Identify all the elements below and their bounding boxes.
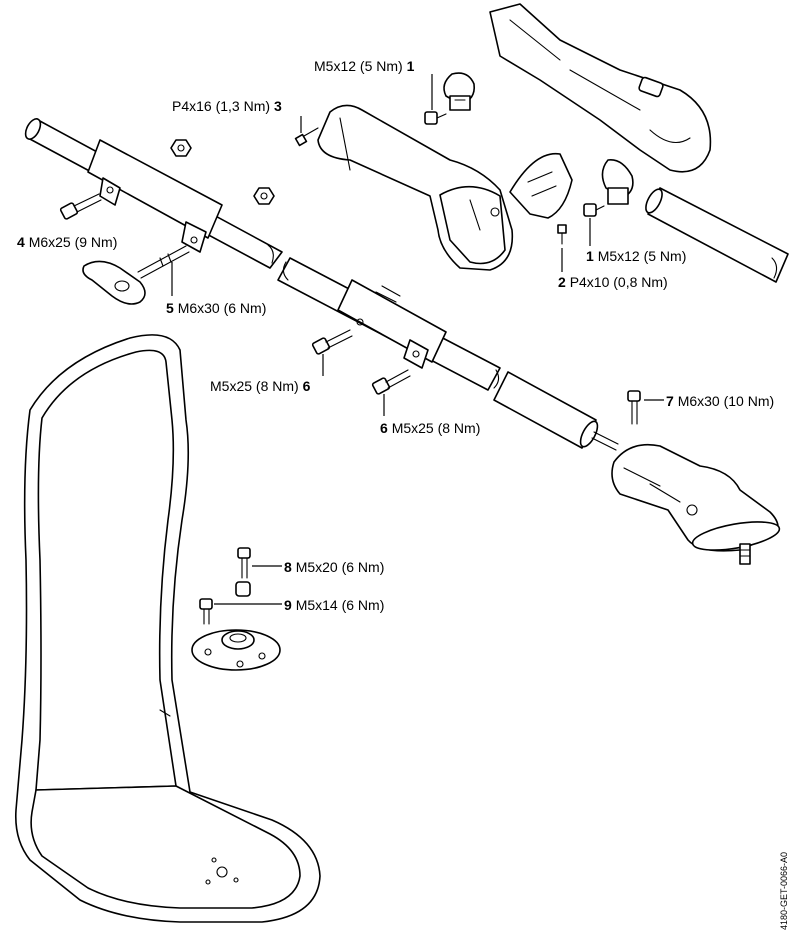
screw-7-m6x30 bbox=[627, 390, 641, 425]
callout-screw-9: 9 M5x14 (6 Nm) bbox=[284, 597, 385, 613]
wing-knob-screw-5 bbox=[82, 245, 190, 305]
hex-nut bbox=[170, 139, 192, 157]
callout-screw-6-left: M5x25 (8 Nm) 6 bbox=[210, 378, 311, 394]
screw-8-m5x20 bbox=[235, 547, 251, 597]
screw-9-m5x14 bbox=[199, 598, 213, 625]
callout-screw-6-right: 6 M5x25 (8 Nm) bbox=[380, 420, 481, 436]
callout-screw-5: 5 M6x30 (6 Nm) bbox=[166, 300, 267, 316]
callout-screw-2: 2 P4x10 (0,8 Nm) bbox=[558, 274, 668, 290]
flange-plate bbox=[191, 629, 281, 671]
screw-1-right-m5x12 bbox=[583, 203, 605, 217]
rear-handle bbox=[489, 3, 712, 173]
right-clamp bbox=[601, 159, 634, 205]
document-number: 4180-GET-0066-A0 bbox=[779, 851, 789, 930]
screw-6-left-m5x25 bbox=[311, 329, 353, 355]
callout-screw-1-top: M5x12 (5 Nm) 1 bbox=[314, 58, 415, 74]
callout-screw-1-right: 1 M5x12 (5 Nm) bbox=[586, 248, 687, 264]
screw-1-top-m5x12 bbox=[424, 111, 447, 125]
gear-head bbox=[611, 443, 781, 565]
leader-lines bbox=[171, 74, 664, 605]
screw-2-p4x10 bbox=[557, 224, 567, 245]
callout-screw-3: P4x16 (1,3 Nm) 3 bbox=[172, 98, 282, 114]
right-shaft-tube bbox=[645, 187, 789, 283]
screw-6-right-m5x25 bbox=[371, 369, 411, 395]
callout-screw-4: 4 M6x25 (9 Nm) bbox=[17, 234, 118, 250]
screw-4-m6x25 bbox=[59, 193, 102, 220]
screw-3-p4x16 bbox=[294, 127, 319, 147]
callout-screw-7: 7 M6x30 (10 Nm) bbox=[666, 393, 775, 409]
middle-coupling-sleeve bbox=[337, 279, 447, 369]
trigger-lever bbox=[509, 152, 573, 219]
hex-nut bbox=[253, 187, 275, 205]
lower-drive-tube bbox=[493, 371, 619, 451]
callout-screw-8: 8 M5x20 (6 Nm) bbox=[284, 559, 385, 575]
handle-housing bbox=[317, 104, 514, 271]
guard-frame bbox=[14, 334, 321, 923]
upper-clamp-sleeve bbox=[87, 139, 223, 253]
top-clamp bbox=[443, 72, 476, 111]
